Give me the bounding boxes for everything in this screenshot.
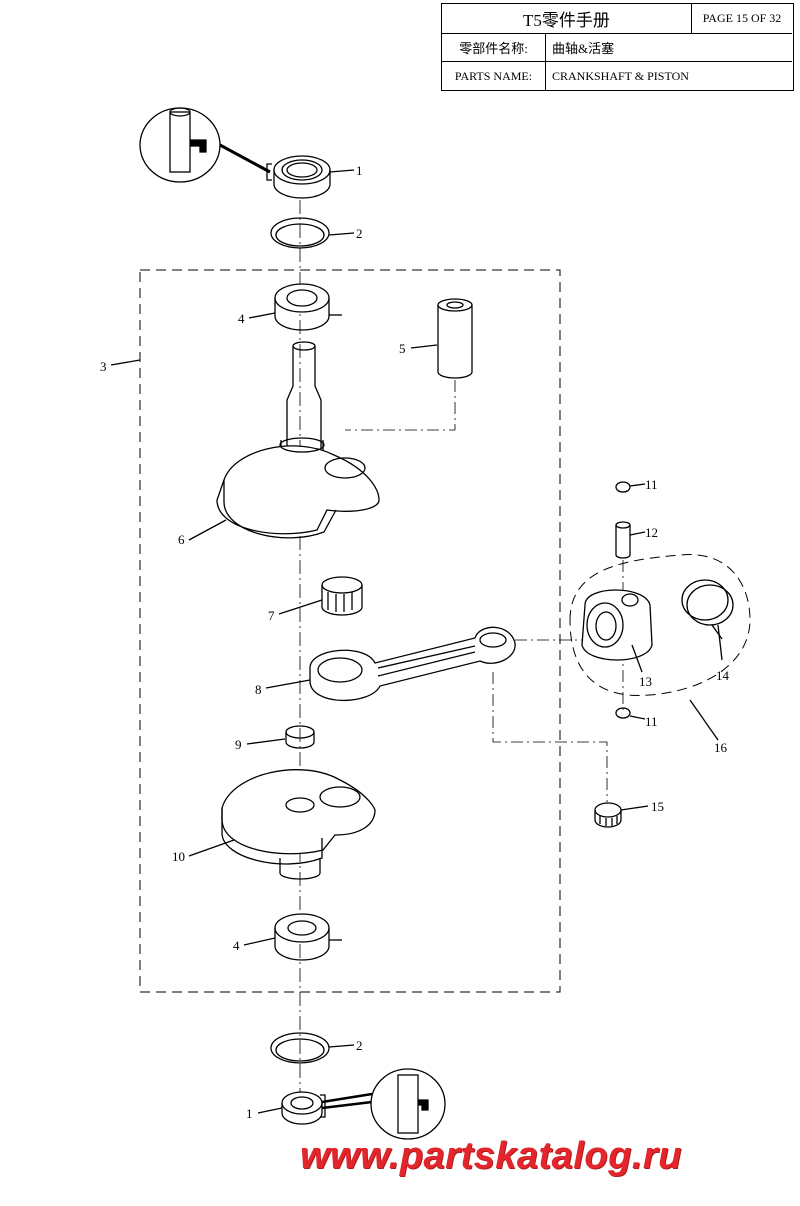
needle-bearing-part-7 <box>321 576 363 616</box>
callout-10: 10 <box>172 849 185 864</box>
connecting-rod-part-8 <box>309 626 516 702</box>
bearing-part-4-top <box>274 283 342 331</box>
bearing-part-4-bottom <box>274 913 342 961</box>
callout-2-bottom: 2 <box>356 1038 363 1053</box>
callout-11-top: 11 <box>645 477 658 492</box>
part-name-en-value: CRANKSHAFT & PISTON <box>552 68 689 83</box>
title-block: T5零件手册 PAGE 15 OF 32 零部件名称: 曲轴&活塞 PARTS … <box>441 3 794 91</box>
piston-group-boundary <box>569 554 751 696</box>
page-number: PAGE 15 OF 32 <box>692 4 792 34</box>
part-name-cn-value: 曲轴&活塞 <box>546 34 792 62</box>
oring-part-2-bottom <box>270 1032 330 1064</box>
callout-4-top: 4 <box>238 311 245 326</box>
callout-5: 5 <box>399 341 406 356</box>
callout-6: 6 <box>178 532 185 547</box>
crankshaft-lower-part-10 <box>221 769 376 880</box>
callout-13: 13 <box>639 674 652 689</box>
watermark-text: www.partskatalog.ru <box>300 1135 682 1177</box>
detail-inset-bottom <box>370 1068 446 1140</box>
plug-part-9 <box>285 725 315 749</box>
circlip-part-11-top <box>615 481 631 493</box>
callout-12: 12 <box>645 525 658 540</box>
part-name-en-label: PARTS NAME: <box>442 62 546 90</box>
bearing-part-1-bottom <box>281 1091 323 1125</box>
piston-pin-part-12 <box>615 521 631 559</box>
bearing-part-1-top <box>273 155 331 199</box>
callout-8: 8 <box>255 682 262 697</box>
crankshaft-upper-part-6 <box>216 341 380 539</box>
callout-9: 9 <box>235 737 242 752</box>
callout-1-bottom: 1 <box>246 1106 253 1121</box>
detail-inset-top <box>139 107 272 183</box>
crank-pin-part-5 <box>437 298 473 379</box>
circlip-part-11-bottom <box>615 707 631 719</box>
crankshaft-assembly-boundary <box>139 269 561 993</box>
part-name-cn-label: 零部件名称: <box>442 34 546 62</box>
callout-7: 7 <box>268 608 275 623</box>
callout-4-bottom: 4 <box>233 938 240 953</box>
callout-2-top: 2 <box>356 226 363 241</box>
callout-14: 14 <box>716 668 730 683</box>
oring-part-2-top <box>270 217 330 249</box>
callout-16: 16 <box>714 740 728 755</box>
piston-part-13 <box>581 589 653 661</box>
piston-rings-part-14 <box>681 579 734 640</box>
manual-title: T5零件手册 <box>442 4 692 34</box>
needle-bearing-part-15 <box>594 802 622 828</box>
callout-3: 3 <box>100 359 107 374</box>
callout-1-top: 1 <box>356 163 363 178</box>
callout-15: 15 <box>651 799 664 814</box>
callout-11-bottom: 11 <box>645 714 658 729</box>
